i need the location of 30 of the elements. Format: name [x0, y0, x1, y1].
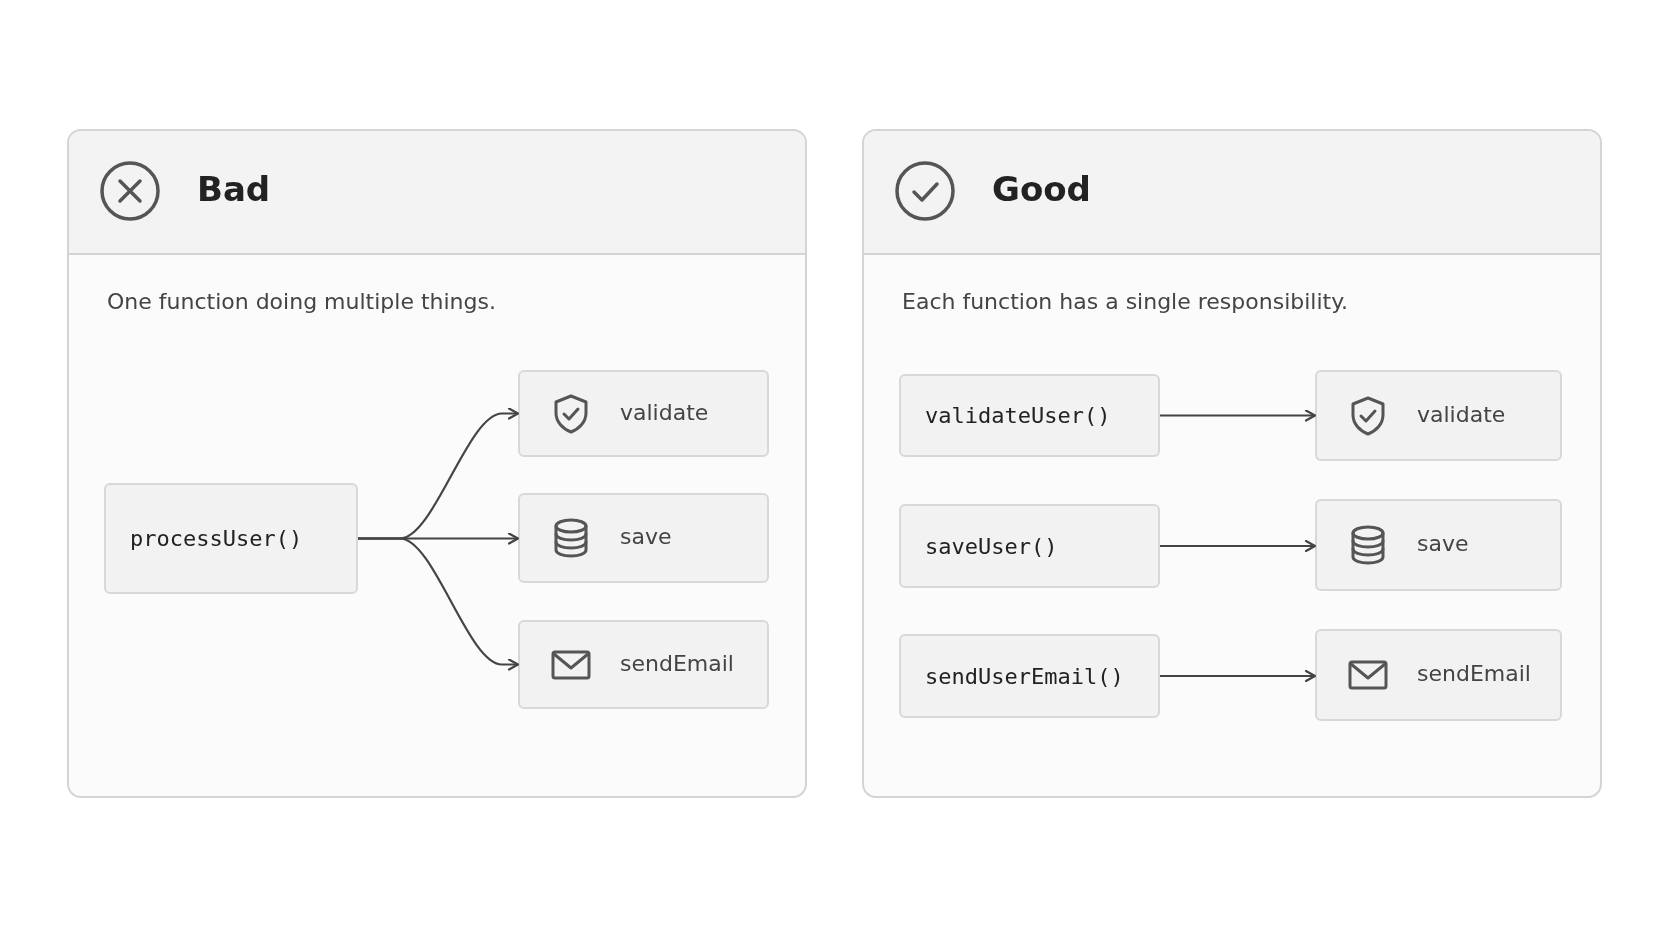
- action-label: save: [1417, 531, 1469, 556]
- panel-title: Good: [992, 169, 1091, 209]
- panel-description: Each function has a single responsibility.: [902, 289, 1349, 314]
- function-name: processUser(): [129, 526, 303, 551]
- arrow: [1160, 409, 1317, 422]
- action-label: sendEmail: [1417, 661, 1531, 686]
- action-box: [518, 493, 769, 583]
- action-label: validate: [1417, 401, 1506, 427]
- panel-card: [67, 129, 807, 798]
- action-box: [1315, 629, 1562, 721]
- arrow: [1160, 669, 1317, 683]
- action-box: [518, 370, 769, 457]
- action-label: validate: [620, 399, 709, 425]
- panel-title: Bad: [197, 169, 271, 209]
- function-box: [899, 504, 1160, 588]
- action-box: [518, 620, 769, 709]
- function-name: saveUser(): [924, 533, 1058, 559]
- panel-card: [862, 129, 1602, 798]
- arrow: [358, 537, 520, 671]
- action-box: [1315, 499, 1562, 591]
- arrow: [1160, 539, 1317, 553]
- function-box: [899, 374, 1160, 457]
- action-label: save: [620, 524, 672, 549]
- function-name: sendUserEmail(): [924, 663, 1124, 689]
- function-name: validateUser(): [924, 403, 1111, 428]
- action-label: sendEmail: [620, 650, 734, 676]
- function-box: [899, 634, 1160, 718]
- panel-description: One function doing multiple things.: [107, 289, 496, 314]
- function-box: [104, 483, 358, 594]
- action-box: [1315, 370, 1562, 461]
